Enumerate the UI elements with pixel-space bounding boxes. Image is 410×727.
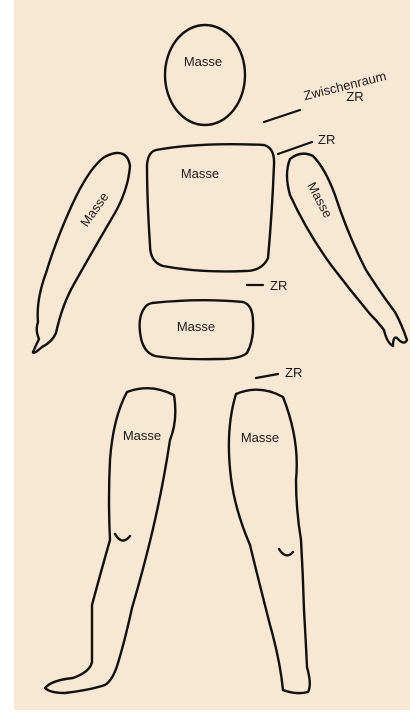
- waist-gap-label: ZR: [270, 278, 287, 293]
- torso-label: Masse: [181, 166, 219, 181]
- hip-gap-label: ZR: [285, 365, 302, 380]
- background-panel: [14, 0, 410, 710]
- right-leg-label: Masse: [241, 430, 279, 445]
- body-mass-diagram: Masse Masse Masse Masse Masse Masse Mass…: [14, 0, 410, 710]
- head-label: Masse: [184, 54, 222, 69]
- shoulder-gap-label: ZR: [318, 132, 335, 147]
- neck-gap-abbrev: ZR: [346, 89, 363, 104]
- pelvis-label: Masse: [177, 319, 215, 334]
- left-leg-label: Masse: [123, 428, 161, 443]
